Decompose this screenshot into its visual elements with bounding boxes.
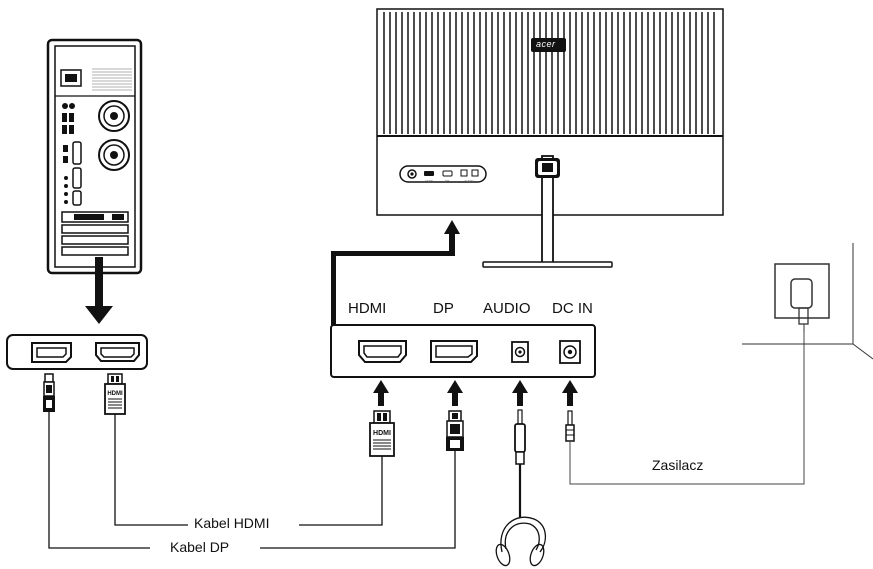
arrow-up-icon (447, 380, 463, 406)
monitor-port-label-dcin: DC IN (552, 300, 593, 317)
hdmi-plug-label-left: HDMI (107, 391, 123, 397)
arrow-up-icon (562, 380, 578, 406)
monitor-port-label-hdmi: HDMI (348, 300, 387, 317)
monitor-brand-logo: acer (536, 39, 556, 49)
pc-port-panel (6, 334, 148, 370)
audio-plug-icon (514, 409, 526, 465)
dp-plug-icon (43, 373, 55, 412)
arrow-up-icon (373, 380, 389, 406)
dp-cable-label: Kabel DP (170, 539, 230, 555)
power-adapter-label: Zasilacz (652, 457, 704, 473)
hdmi-plug-icon (369, 410, 395, 457)
dc-plug-icon (565, 410, 575, 442)
hdmi-cable-line (114, 414, 383, 526)
dc-jack-icon (559, 340, 581, 364)
displayport-port-icon (31, 342, 72, 363)
displayport-port-icon (430, 340, 478, 363)
pc-tower-icon (46, 38, 143, 275)
monitor-port-label-dp: DP (433, 300, 454, 317)
monitor-icon: HDMI DP AUDIO (376, 8, 724, 268)
arrow-down-icon (85, 257, 113, 324)
hdmi-plug-label-right: HDMI (373, 430, 391, 437)
headphones-icon (495, 516, 546, 567)
arrow-up-icon (512, 380, 528, 406)
hdmi-port-icon (95, 342, 140, 362)
monitor-back-ribs (383, 12, 715, 134)
power-cable-line (569, 332, 805, 485)
svg-text:HDMI: HDMI (425, 179, 433, 183)
svg-text:DP: DP (445, 179, 449, 183)
hdmi-plug-icon (104, 373, 126, 415)
dp-plug-icon (446, 410, 464, 451)
audio-jack-icon (511, 341, 529, 363)
hdmi-port-icon (358, 340, 407, 363)
monitor-port-label-audio: AUDIO (483, 300, 531, 317)
hdmi-cable-label: Kabel HDMI (194, 515, 270, 531)
svg-text:AUDIO: AUDIO (464, 179, 474, 183)
monitor-port-panel (330, 324, 596, 378)
wall-outlet-icon (742, 243, 873, 360)
arrow-up-icon (331, 220, 460, 325)
dp-cable-line (48, 412, 456, 549)
